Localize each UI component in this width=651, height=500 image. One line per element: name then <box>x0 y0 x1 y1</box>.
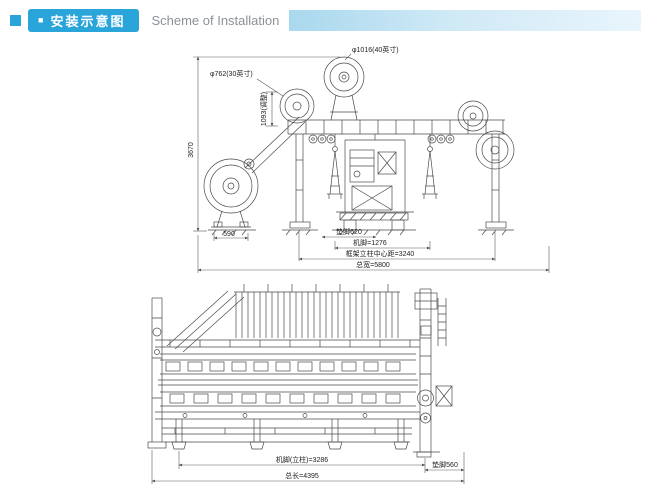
roller-group-right <box>427 134 455 144</box>
top-reel <box>323 56 365 121</box>
front-beams <box>155 339 420 443</box>
hanging-stand-left <box>327 134 343 199</box>
right-column <box>478 134 514 236</box>
hanging-stand-right <box>422 134 438 199</box>
bottom-drawing-front-view: 机脚(立柱)=3286 垫脚560 总长=4395 <box>147 284 465 484</box>
dim-foot-column-3286: 机脚(立柱)=3286 <box>276 455 328 464</box>
dim-adjust-1093: 1093(调整) <box>259 92 268 126</box>
front-left-column <box>147 297 167 449</box>
dim-total-length-4395: 总长=4395 <box>285 471 319 480</box>
page-title-en: Scheme of Installation <box>151 12 280 28</box>
page-title-zh: 安装示意图 <box>50 13 126 29</box>
front-right-column <box>413 288 453 458</box>
main-beam <box>287 119 505 135</box>
bottom-drawing-dimensions: 机脚(立柱)=3286 垫脚560 总长=4395 <box>151 450 465 484</box>
roller-group-left <box>308 134 336 144</box>
title-banner: ■ 安装示意图 <box>28 8 140 32</box>
left-reel <box>203 158 259 236</box>
dim-dia-762: φ762(30英寸) <box>210 69 253 78</box>
right-upper-reel <box>457 100 489 132</box>
title-bullet-icon: ■ <box>38 15 44 25</box>
dim-column-center-3240: 框架立柱中心距=3240 <box>346 249 415 258</box>
mid-reel <box>279 88 315 124</box>
header-gradient-band <box>289 9 641 31</box>
warp-beam-slants <box>166 290 245 353</box>
dim-total-width-5800: 总宽=5800 <box>356 260 390 269</box>
header-accent-square-icon <box>10 14 21 26</box>
dim-height-3670: 3670 <box>188 142 195 158</box>
right-lower-reel <box>475 130 515 170</box>
top-drawing-dimensions: 590 垫脚620 机脚=1276 框架立柱中心距=3240 总宽=5800 <box>197 227 550 273</box>
page-header: ■ 安装示意图 Scheme of Installation <box>10 8 641 32</box>
dim-590: 590 <box>223 231 235 238</box>
top-drawing-side-view: 3670 1093(调整) <box>188 45 550 273</box>
heald-frames <box>234 284 400 338</box>
front-legs <box>171 419 409 450</box>
left-column <box>282 134 318 236</box>
dim-pad-560: 垫脚560 <box>432 460 458 469</box>
dim-foot-1276: 机脚=1276 <box>353 238 387 247</box>
dim-pad-620: 垫脚620 <box>336 227 362 236</box>
center-machine-body <box>332 134 416 236</box>
dim-dia-1016: φ1016(40英寸) <box>352 45 399 54</box>
